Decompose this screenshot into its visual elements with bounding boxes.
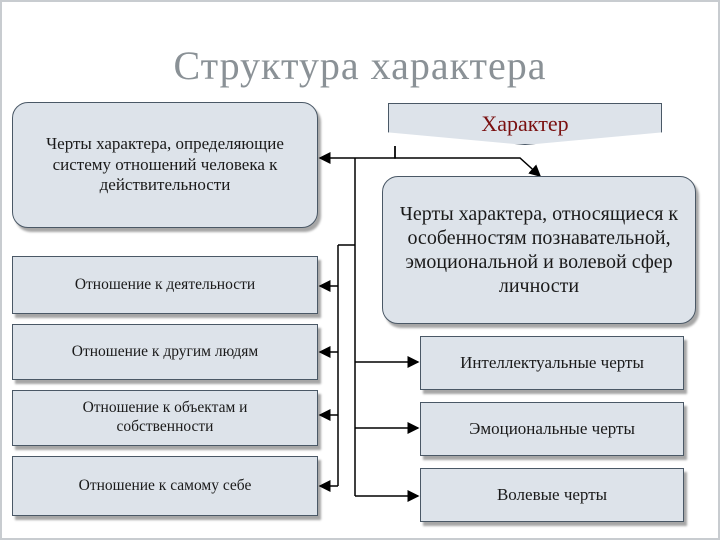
left-header-text: Черты характера, определяющие систему от… [46, 134, 284, 195]
left-header-box: Черты характера, определяющие систему от… [12, 102, 318, 228]
left-item-label: Отношение к самому себе [78, 476, 252, 494]
root-label: Характер [481, 110, 569, 136]
right-item-intellectual: Интеллектуальные черты [420, 336, 684, 390]
left-item-people: Отношение к другим людям [12, 324, 318, 380]
right-item-label: Эмоциональные черты [469, 418, 635, 438]
root-box: Характер [388, 103, 662, 145]
left-item-self: Отношение к самому себе [12, 456, 318, 516]
right-item-label: Волевые черты [496, 484, 608, 504]
right-header-box: Черты характера, относящиеся к особеннос… [382, 176, 696, 324]
right-item-emotional: Эмоциональные черты [420, 402, 684, 456]
page-title: Структура характера [173, 43, 547, 88]
left-item-label: Отношение к объектам и собственности [82, 399, 248, 435]
right-item-label: Интеллектуальные черты [460, 352, 644, 372]
left-item-label: Отношение к другим людям [71, 342, 259, 360]
left-item-activity: Отношение к деятельности [12, 256, 318, 314]
left-item-objects: Отношение к объектам и собственности [12, 390, 318, 446]
left-item-label: Отношение к деятельности [74, 275, 256, 293]
right-header-text: Черты характера, относящиеся к особеннос… [399, 203, 679, 297]
right-item-volitional: Волевые черты [420, 468, 684, 522]
